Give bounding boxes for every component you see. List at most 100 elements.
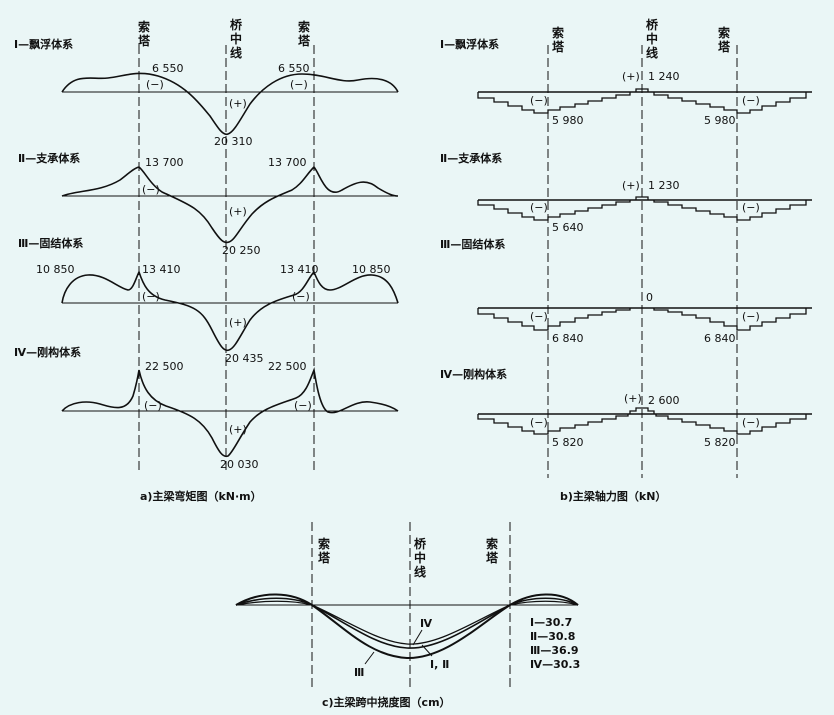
- deflection-tower-right-char-2: 塔: [486, 550, 499, 565]
- axial-value: 0: [646, 291, 653, 304]
- moment-sign: (−): [146, 78, 164, 91]
- axial-sign: (−): [742, 94, 760, 107]
- deflection-curve-label: I, Ⅱ: [430, 658, 449, 671]
- deflection-panel: [235, 522, 579, 690]
- deflection-tower-left-char-1: 索: [318, 536, 330, 551]
- deflection-caption: c)主梁跨中挠度图（cm）: [322, 695, 451, 709]
- moment-sign: (−): [142, 183, 160, 196]
- axial-sign: (−): [742, 310, 760, 323]
- axial-value: 5 980: [704, 114, 736, 127]
- axial-sign: (−): [530, 416, 548, 429]
- axial-caption: b)主梁轴力图（kN）: [560, 489, 666, 503]
- axial-tower-right-char-2: 塔: [718, 39, 731, 54]
- axial-system-name-1: I—飘浮体系: [440, 37, 499, 51]
- axial-system-name-2: Ⅱ—支承体系: [440, 151, 502, 165]
- moment-value: 13 700: [268, 156, 307, 169]
- axial-value: 5 640: [552, 221, 584, 234]
- deflection-curve-label: Ⅲ: [354, 666, 364, 679]
- deflection-center-char-3: 线: [414, 564, 426, 579]
- moment-labels: 索 塔 桥 中 线 索 塔 I—飘浮体系 6 550 6 550 20 310 …: [14, 17, 391, 503]
- axial-labels: 索 塔 桥 中 线 索 塔 I—飘浮体系 (+) 1 240 (−) (−) 5…: [440, 17, 760, 503]
- moment-value: 13 410: [142, 263, 181, 276]
- deflection-center-char-1: 桥: [414, 536, 427, 551]
- axial-sign: (−): [530, 310, 548, 323]
- axial-sign: (+): [622, 70, 640, 83]
- moment-sign: (−): [290, 78, 308, 91]
- deflection-leader-1-2: [421, 644, 433, 657]
- moment-sign: (−): [292, 290, 310, 303]
- axial-curve-1: [477, 88, 807, 114]
- moment-system-name-1: I—飘浮体系: [14, 37, 73, 51]
- moment-system-name-2: Ⅱ—支承体系: [18, 151, 80, 165]
- axial-tower-left-char-1: 索: [552, 25, 564, 40]
- moment-center-char-2: 中: [230, 31, 242, 46]
- moment-sign: (+): [229, 423, 247, 436]
- axial-center-char-1: 桥: [646, 17, 659, 32]
- moment-value: 13 410: [280, 263, 319, 276]
- moment-value: 20 435: [225, 352, 264, 365]
- moment-curve-2: [61, 165, 399, 244]
- moment-value: 20 250: [222, 244, 261, 257]
- deflection-legend-item: I—30.7: [530, 616, 572, 629]
- deflection-curve-label: Ⅳ: [420, 617, 433, 630]
- moment-center-char-3: 线: [230, 45, 242, 60]
- axial-value: 6 840: [704, 332, 736, 345]
- moment-value: 22 500: [145, 360, 184, 373]
- deflection-curve-4: [235, 600, 579, 645]
- moment-sign: (−): [294, 399, 312, 412]
- deflection-legend-item: Ⅱ—30.8: [530, 630, 575, 643]
- moment-value: 6 550: [278, 62, 310, 75]
- axial-system-name-4: Ⅳ—刚构体系: [440, 367, 507, 381]
- moment-value: 10 850: [352, 263, 391, 276]
- moment-value: 20 030: [220, 458, 259, 471]
- axial-system-name-3: Ⅲ—固结体系: [440, 237, 505, 251]
- axial-value: 1 240: [648, 70, 680, 83]
- deflection-leader-3: [364, 651, 375, 665]
- moment-value: 22 500: [268, 360, 307, 373]
- moment-sign: (+): [229, 97, 247, 110]
- moment-tower-left-char-1: 索: [138, 19, 150, 34]
- moment-tower-right-char-1: 索: [298, 19, 310, 34]
- axial-sign: (+): [622, 179, 640, 192]
- moment-system-name-3: Ⅲ—固结体系: [18, 236, 83, 250]
- moment-system-name-4: Ⅳ—刚构体系: [14, 345, 81, 359]
- moment-center-char-1: 桥: [230, 17, 243, 32]
- axial-value: 2 600: [648, 394, 680, 407]
- axial-value: 5 820: [552, 436, 584, 449]
- axial-center-char-2: 中: [646, 31, 658, 46]
- axial-tower-left-char-2: 塔: [552, 39, 565, 54]
- deflection-legend-item: Ⅳ—30.3: [530, 658, 580, 671]
- axial-value: 5 980: [552, 114, 584, 127]
- deflection-legend-item: Ⅲ—36.9: [530, 644, 579, 657]
- axial-center-char-3: 线: [646, 45, 658, 60]
- moment-value: 10 850: [36, 263, 75, 276]
- axial-sign: (+): [624, 392, 642, 405]
- axial-sign: (−): [742, 416, 760, 429]
- moment-sign: (+): [229, 205, 247, 218]
- moment-caption: a)主梁弯矩图（kN·m）: [140, 489, 262, 503]
- axial-value: 6 840: [552, 332, 584, 345]
- axial-curve-3: [477, 308, 807, 331]
- axial-value: 1 230: [648, 179, 680, 192]
- axial-sign: (−): [742, 201, 760, 214]
- axial-curve-4: [477, 407, 807, 435]
- deflection-curve-3: [235, 593, 579, 660]
- deflection-labels: 索 塔 桥 中 线 索 塔 Ⅳ I, Ⅱ Ⅲ I—30.7 Ⅱ—30.8 Ⅲ—3…: [318, 536, 580, 709]
- deflection-curve-1-2: [235, 597, 579, 649]
- moment-curve-4: [61, 367, 399, 458]
- axial-sign: (−): [530, 94, 548, 107]
- axial-panel: [477, 45, 812, 478]
- axial-value: 5 820: [704, 436, 736, 449]
- moment-value: 13 700: [145, 156, 184, 169]
- deflection-leader-4: [412, 629, 423, 646]
- moment-value: 20 310: [214, 135, 253, 148]
- moment-panel: [61, 45, 399, 470]
- moment-sign: (−): [144, 399, 162, 412]
- moment-curve-1: [61, 72, 399, 136]
- deflection-center-char-2: 中: [414, 550, 426, 565]
- moment-tower-left-char-2: 塔: [138, 33, 151, 48]
- moment-sign: (+): [229, 316, 247, 329]
- axial-sign: (−): [530, 201, 548, 214]
- moment-sign: (−): [142, 290, 160, 303]
